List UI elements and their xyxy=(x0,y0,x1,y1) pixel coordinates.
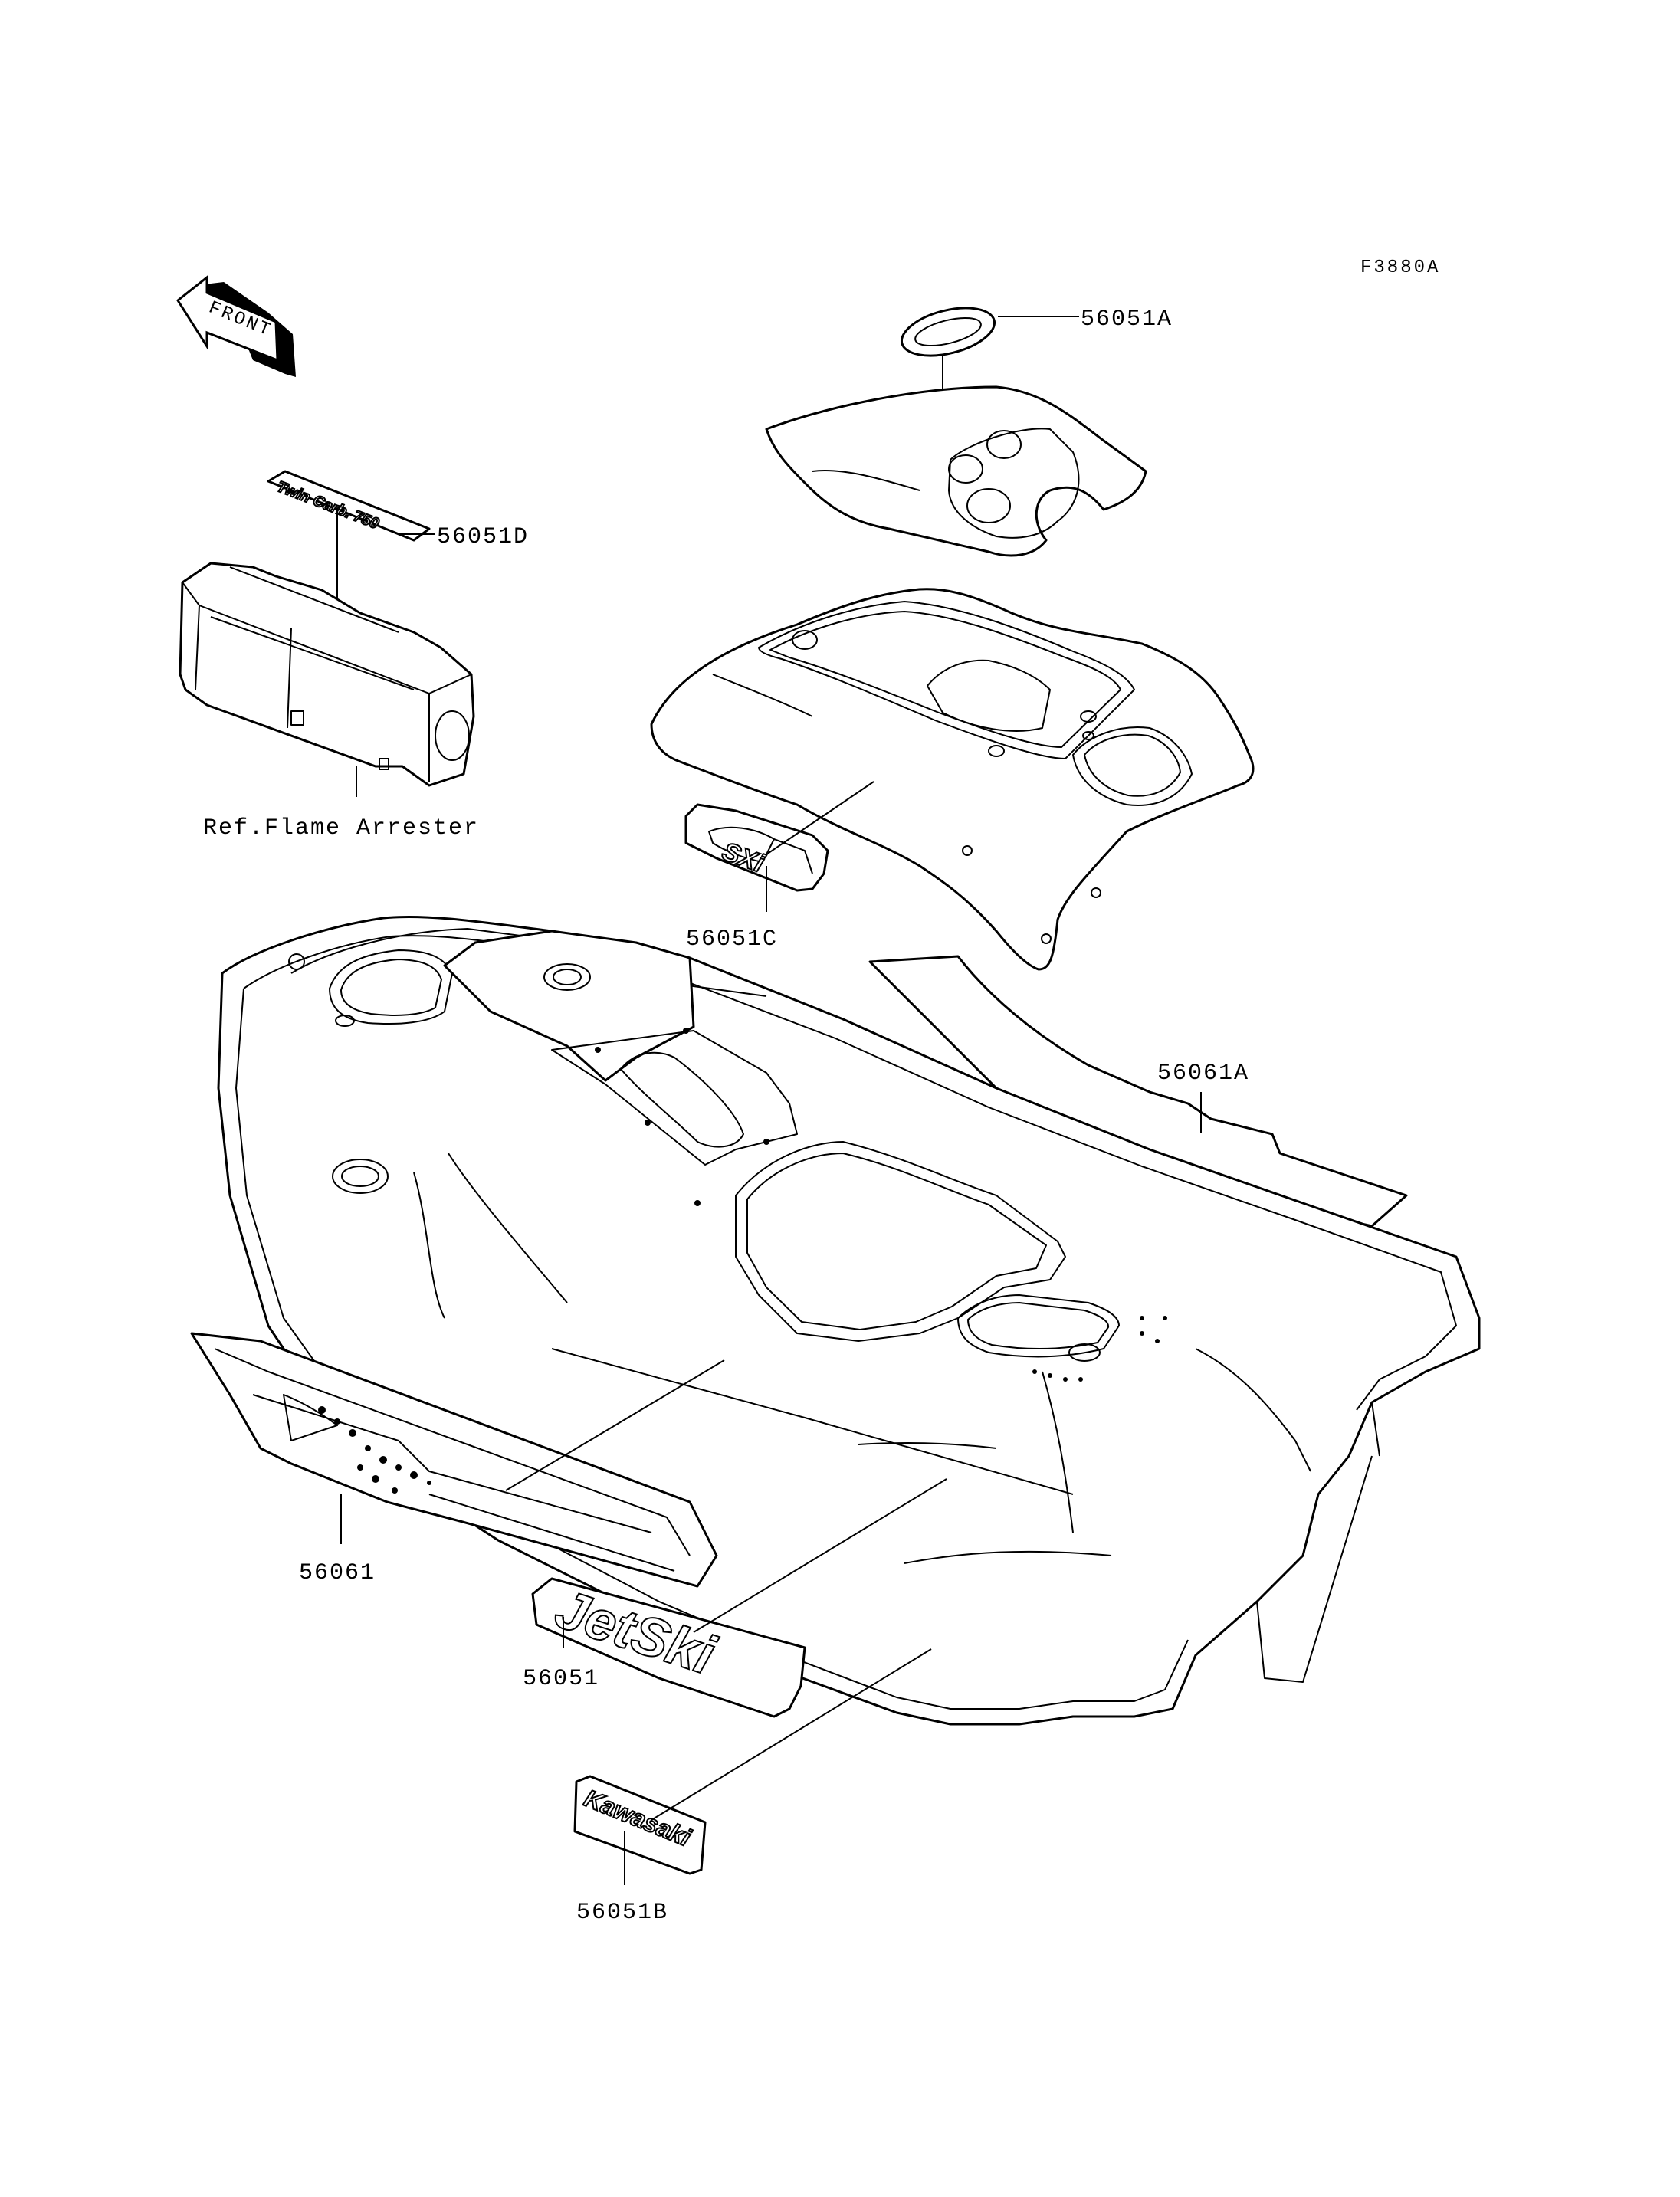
part-56051c-sxi-decal: SXi xyxy=(684,803,829,892)
front-arrow-icon: FRONT xyxy=(176,274,296,377)
top-deck-cover xyxy=(650,588,1255,971)
leader-56051c-top xyxy=(766,781,874,855)
flame-arrester xyxy=(179,562,475,787)
diagram-code: F3880A xyxy=(1360,257,1440,278)
label-ref-flame-arrester: Ref.Flame Arrester xyxy=(203,815,479,841)
label-56051b: 56051B xyxy=(576,1900,668,1926)
main-hull xyxy=(217,916,1481,1726)
leader-56051b-hull xyxy=(651,1648,932,1821)
label-56051a: 56051A xyxy=(1081,307,1173,333)
label-56051: 56051 xyxy=(523,1666,599,1692)
leader-56061-hull xyxy=(505,1359,725,1491)
label-56061a: 56061A xyxy=(1157,1061,1249,1087)
part-56051a-badge xyxy=(900,307,996,357)
part-56051b-kawasaki-decal: Kawasaki xyxy=(573,1775,707,1875)
label-56051c: 56051C xyxy=(686,926,778,953)
part-56061-side-stripe xyxy=(190,1332,718,1588)
hatch-cover xyxy=(765,385,1147,557)
leader-56051-hull xyxy=(693,1478,947,1633)
part-56051d-decal: Twin Carb. 750 xyxy=(267,470,431,542)
label-56061: 56061 xyxy=(299,1560,376,1586)
label-56051d: 56051D xyxy=(437,524,529,550)
